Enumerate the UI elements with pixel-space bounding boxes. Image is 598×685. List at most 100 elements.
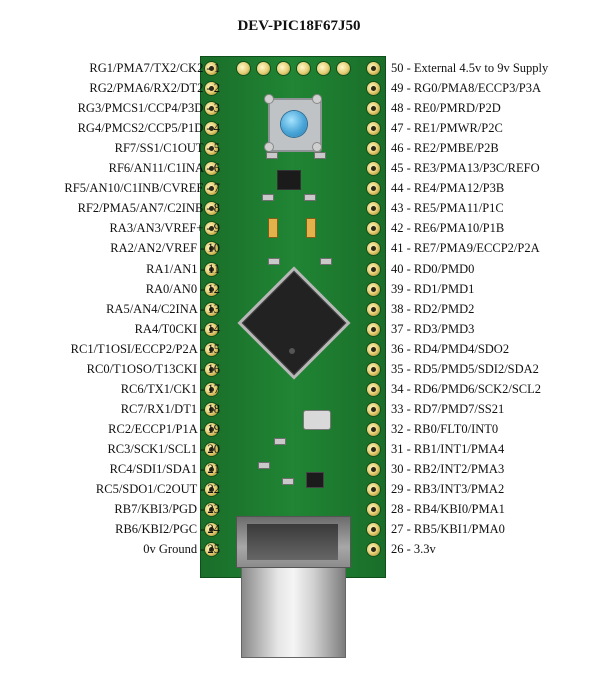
right-pin-label: 26 - 3.3v bbox=[391, 542, 436, 557]
header-pad bbox=[367, 402, 380, 416]
header-pad bbox=[205, 543, 218, 557]
left-pin-label: RG4/PMCS2/CCP5/P1D - 4 bbox=[77, 121, 220, 136]
header-pad bbox=[367, 222, 380, 236]
right-pin-label: 41 - RE7/PMA9/ECCP2/P2A bbox=[391, 241, 540, 256]
header-pad bbox=[367, 82, 380, 96]
header-pad bbox=[367, 382, 380, 396]
button-leg bbox=[264, 94, 274, 104]
header-pad bbox=[205, 182, 218, 196]
left-pin-label: RA0/AN0 - 12 bbox=[145, 281, 220, 296]
right-pin-label: 27 - RB5/KBI1/PMA0 bbox=[391, 522, 505, 537]
right-pin-label: 35 - RD5/PMD5/SDI2/SDA2 bbox=[391, 361, 539, 376]
smd-resistor bbox=[314, 152, 326, 159]
button-leg bbox=[312, 142, 322, 152]
left-pin-label: RG3/PMCS1/CCP4/P3D - 3 bbox=[77, 101, 220, 116]
header-pad bbox=[367, 463, 380, 476]
header-pad bbox=[205, 342, 218, 356]
right-pin-label: 31 - RB1/INT1/PMA4 bbox=[391, 441, 505, 456]
header-pad bbox=[205, 122, 218, 136]
header-pad bbox=[367, 202, 380, 216]
right-pin-label: 48 - RE0/PMRD/P2D bbox=[391, 101, 501, 116]
header-pad bbox=[367, 182, 380, 196]
header-pad bbox=[367, 242, 380, 256]
left-pin-label: RC4/SDI1/SDA1 - 21 bbox=[109, 462, 220, 476]
right-pin-label: 36 - RD4/PMD4/SDO2 bbox=[391, 341, 510, 356]
top-pad bbox=[277, 62, 290, 75]
left-pin-label: RF5/AN10/C1INB/CVREF - 7 bbox=[64, 181, 220, 196]
header-pad bbox=[367, 503, 380, 517]
header-pad bbox=[205, 362, 218, 376]
top-pad bbox=[317, 62, 330, 75]
smd-resistor bbox=[320, 258, 332, 265]
right-pin-label: 29 - RB3/INT3/PMA2 bbox=[391, 482, 505, 497]
push-button-cap bbox=[281, 111, 307, 137]
header-pad bbox=[205, 442, 218, 456]
header-pad bbox=[367, 102, 380, 116]
right-pin-label: 44 - RE4/PMA12/P3B bbox=[391, 181, 505, 196]
header-pad bbox=[367, 162, 380, 176]
header-pad bbox=[367, 483, 380, 497]
left-pin-label: RA1/AN1 - 11 bbox=[146, 261, 220, 276]
button-leg bbox=[264, 142, 274, 152]
left-pin-label: RA5/AN4/C2INA - 13 bbox=[106, 301, 220, 316]
header-pad bbox=[367, 122, 380, 136]
right-pin-label: 46 - RE2/PMBE/P2B bbox=[391, 141, 499, 156]
right-pin-label: 42 - RE6/PMA10/P1B bbox=[391, 221, 505, 236]
left-pin-label: RA4/T0CKI - 14 bbox=[134, 321, 220, 336]
right-pin-label: 33 - RD7/PMD7/SS21 bbox=[391, 401, 505, 416]
crystal-oscillator bbox=[303, 410, 331, 430]
header-pad bbox=[367, 362, 380, 376]
left-pin-label: RF2/PMA5/AN7/C2INB - 8 bbox=[77, 201, 220, 216]
left-pin-label: RA3/AN3/VREF+ - 9 bbox=[109, 221, 220, 236]
voltage-regulator bbox=[306, 472, 324, 488]
right-pin-label: 49 - RG0/PMA8/ECCP3/P3A bbox=[391, 81, 542, 96]
header-pad bbox=[205, 483, 218, 497]
header-pad bbox=[367, 262, 380, 276]
header-pad bbox=[205, 202, 218, 216]
left-pin-label: RC3/SCK1/SCL1 - 20 bbox=[107, 441, 220, 456]
header-pad bbox=[205, 302, 218, 316]
left-pin-label: RF6/AN11/C1INA - 6 bbox=[108, 161, 220, 176]
right-pin-label: 30 - RB2/INT2/PMA3 bbox=[391, 462, 505, 476]
top-pad bbox=[237, 62, 250, 75]
left-pin-label: RC5/SDO1/C2OUT - 22 bbox=[95, 482, 220, 497]
left-pin-label: RB7/KBI3/PGD - 23 bbox=[114, 502, 220, 517]
left-pin-label: RC0/T1OSO/T13CKI - 16 bbox=[86, 361, 220, 376]
top-pad bbox=[257, 62, 270, 75]
smd-capacitor bbox=[274, 438, 286, 445]
header-pad bbox=[205, 262, 218, 276]
right-pin-label: 40 - RD0/PMD0 bbox=[391, 261, 475, 276]
header-pad bbox=[205, 162, 218, 176]
header-pad bbox=[367, 282, 380, 296]
header-pad bbox=[205, 523, 218, 537]
left-pin-label: RC1/T1OSI/ECCP2/P2A - 15 bbox=[70, 341, 220, 356]
smd-resistor bbox=[266, 152, 278, 159]
header-pad bbox=[205, 322, 218, 336]
smd-led bbox=[306, 218, 316, 238]
right-pin-label: 45 - RE3/PMA13/P3C/REFO bbox=[391, 161, 540, 176]
header-pad bbox=[205, 503, 218, 517]
header-pad bbox=[205, 422, 218, 436]
header-pad bbox=[367, 523, 380, 537]
header-pad bbox=[367, 302, 380, 316]
left-pin-label: RG1/PMA7/TX2/CK2 - 1 bbox=[89, 61, 220, 75]
left-pin-label: 0v Ground - 25 bbox=[143, 542, 220, 557]
header-pad bbox=[205, 62, 218, 75]
right-pin-label: 32 - RB0/FLT0/INT0 bbox=[391, 421, 499, 436]
header-pad bbox=[367, 342, 380, 356]
header-pad bbox=[367, 543, 380, 557]
right-pin-label: 28 - RB4/KBI0/PMA1 bbox=[391, 502, 505, 517]
header-pad bbox=[367, 442, 380, 456]
diagram-title: DEV-PIC18F67J50 bbox=[237, 18, 361, 34]
header-pad bbox=[205, 463, 218, 476]
right-pin-label: 39 - RD1/PMD1 bbox=[391, 281, 475, 296]
header-pad bbox=[205, 222, 218, 236]
small-ic-chip bbox=[277, 170, 301, 190]
right-pin-label: 47 - RE1/PMWR/P2C bbox=[391, 121, 503, 136]
header-pad bbox=[205, 102, 218, 116]
smd-led bbox=[268, 218, 278, 238]
left-pin-label: RF7/SS1/C1OUT - 5 bbox=[114, 141, 220, 156]
header-pad bbox=[205, 382, 218, 396]
left-pin-label: RA2/AN2/VREF - 10 bbox=[110, 241, 220, 256]
left-pin-label: RC2/ECCP1/P1A - 19 bbox=[108, 421, 220, 436]
